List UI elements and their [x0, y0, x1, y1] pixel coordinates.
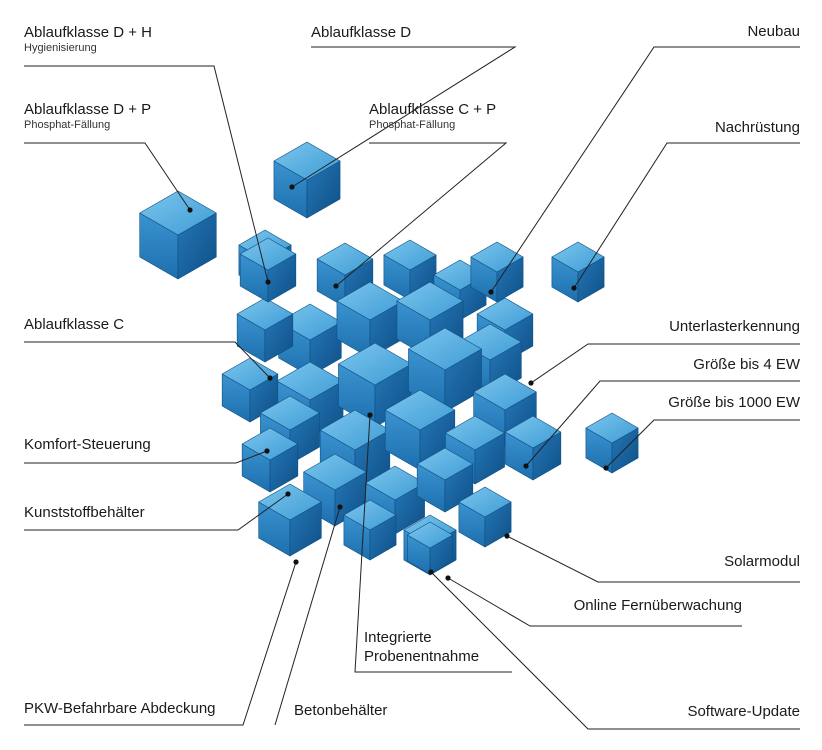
- cube-floating-dh: [239, 237, 297, 303]
- leader-line-beton: [274, 506, 341, 726]
- label-betonbehaelter: Betonbehälter: [294, 702, 387, 720]
- label-ablaufklasse-dp-sub: Phosphat-Fällung: [24, 119, 111, 131]
- leader-dot-beton: [337, 504, 343, 510]
- leader-dot-online: [445, 575, 451, 581]
- leader-line-pkw: [24, 561, 297, 726]
- leader-line-c: [24, 341, 271, 379]
- label-groesse-4ew: Größe bis 4 EW: [693, 356, 800, 374]
- leader-line-ew1000: [605, 419, 800, 469]
- leader-dot-ew1000: [603, 465, 609, 471]
- leader-line-probe: [354, 414, 512, 673]
- label-software-update: Software-Update: [687, 703, 800, 721]
- label-probenentnahme-line1: Integrierte: [364, 629, 432, 646]
- leader-line-dh: [24, 65, 269, 283]
- label-komfort-steuerung-title: Komfort-Steuerung: [24, 436, 151, 453]
- leader-dot-d: [289, 184, 295, 190]
- cube-cluster-19: [241, 427, 299, 493]
- label-groesse-4ew-title: Größe bis 4 EW: [693, 356, 800, 373]
- label-solarmodul: Solarmodul: [724, 553, 800, 571]
- leader-line-kunststoff: [24, 493, 289, 531]
- label-online-fernueberwachung-title: Online Fernüberwachung: [573, 597, 742, 614]
- label-unterlasterkennung: Unterlasterkennung: [669, 318, 800, 336]
- cube-group: [139, 141, 639, 576]
- leader-dot-nachruestung: [571, 285, 577, 291]
- leader-dots: [187, 184, 609, 581]
- label-ablaufklasse-c-title: Ablaufklasse C: [24, 316, 125, 333]
- leader-line-cp: [335, 142, 508, 287]
- label-pkw-abdeckung-title: PKW-Befahrbare Abdeckung: [24, 700, 216, 717]
- cube-cluster-9: [236, 297, 294, 363]
- label-komfort-steuerung: Komfort-Steuerung: [24, 436, 151, 454]
- label-ablaufklasse-cp-title: Ablaufklasse C + P: [369, 101, 497, 118]
- label-unterlasterkennung-title: Unterlasterkennung: [669, 318, 800, 335]
- label-ablaufklasse-d-title: Ablaufklasse D: [311, 24, 412, 41]
- leader-dot-c: [267, 375, 273, 381]
- label-probenentnahme-line2: Probenentnahme: [364, 648, 480, 665]
- leader-dot-ew4: [523, 463, 529, 469]
- label-ablaufklasse-dh-title: Ablaufklasse D + H: [24, 24, 152, 41]
- label-pkw-abdeckung: PKW-Befahrbare Abdeckung: [24, 700, 216, 718]
- cube-cluster-12: [408, 327, 482, 413]
- leader-line-ew4: [525, 380, 800, 467]
- cube-cluster-0: [383, 239, 437, 301]
- leader-dot-dp: [187, 207, 193, 213]
- label-nachruestung-title: Nachrüstung: [714, 119, 800, 136]
- label-groesse-1000ew-title: Größe bis 1000 EW: [668, 394, 800, 411]
- label-kunststoffbehaelter-title: Kunststoffbehälter: [24, 504, 145, 521]
- leader-line-online: [447, 577, 742, 627]
- label-software-update-title: Software-Update: [687, 703, 800, 720]
- cube-cluster-23: [258, 483, 322, 557]
- leader-line-software: [430, 571, 800, 730]
- leader-lines: [24, 46, 800, 730]
- label-ablaufklasse-dp: Ablaufklasse D + P Phosphat-Fällung: [24, 101, 151, 132]
- leader-dot-software: [428, 569, 434, 575]
- leader-dot-probe: [367, 412, 373, 418]
- cube-cluster-24: [343, 499, 397, 561]
- leader-line-solar: [506, 535, 800, 583]
- leader-dot-dh: [265, 279, 271, 285]
- leader-line-dp: [24, 142, 191, 211]
- leader-line-nachruestung: [573, 142, 800, 289]
- label-ablaufklasse-cp: Ablaufklasse C + P Phosphat-Fällung: [369, 101, 496, 132]
- label-ablaufklasse-cp-sub: Phosphat-Fällung: [369, 119, 456, 131]
- label-ablaufklasse-dh-sub: Hygienisierung: [24, 42, 97, 54]
- cube-floating-nachruestung: [551, 241, 605, 303]
- leader-dot-kunststoff: [285, 491, 291, 497]
- leader-line-neubau: [490, 46, 800, 293]
- leader-dot-cp: [333, 283, 339, 289]
- cube-floating-1000ew: [585, 412, 639, 474]
- leader-line-komfort: [24, 450, 268, 464]
- label-solarmodul-title: Solarmodul: [724, 553, 800, 570]
- label-ablaufklasse-d: Ablaufklasse D: [311, 24, 411, 42]
- leader-dot-unterlast: [528, 380, 534, 386]
- label-groesse-1000ew: Größe bis 1000 EW: [668, 394, 800, 412]
- cube-floating-dp: [139, 190, 217, 280]
- leader-line-d: [291, 46, 517, 188]
- label-neubau-title: Neubau: [747, 23, 800, 40]
- label-nachruestung: Nachrüstung: [715, 119, 800, 137]
- leader-dot-neubau: [488, 289, 494, 295]
- leader-dot-solar: [504, 533, 510, 539]
- label-betonbehaelter-title: Betonbehälter: [294, 702, 388, 719]
- label-neubau: Neubau: [747, 23, 800, 41]
- leader-line-unterlast: [530, 343, 800, 384]
- cube-cluster-20: [303, 453, 367, 527]
- cube-cluster-14: [221, 357, 279, 423]
- cube-cluster-6: [336, 281, 404, 359]
- cube-cluster-17: [384, 389, 456, 471]
- label-ablaufklasse-dp-title: Ablaufklasse D + P: [24, 101, 152, 118]
- leader-dot-pkw: [293, 559, 299, 565]
- label-ablaufklasse-c: Ablaufklasse C: [24, 316, 124, 334]
- cube-floating-d: [273, 141, 341, 219]
- cube-floating-solar: [458, 486, 512, 548]
- label-ablaufklasse-dh: Ablaufklasse D + H Hygienisierung: [24, 24, 152, 55]
- label-kunststoffbehaelter: Kunststoffbehälter: [24, 504, 145, 522]
- label-probenentnahme: Integrierte Probenentnahme: [364, 628, 479, 666]
- leader-dot-komfort: [264, 448, 270, 454]
- label-online-fernueberwachung: Online Fernüberwachung: [574, 597, 742, 615]
- cube-floating-online: [407, 521, 453, 575]
- cube-cluster-5: [278, 303, 342, 377]
